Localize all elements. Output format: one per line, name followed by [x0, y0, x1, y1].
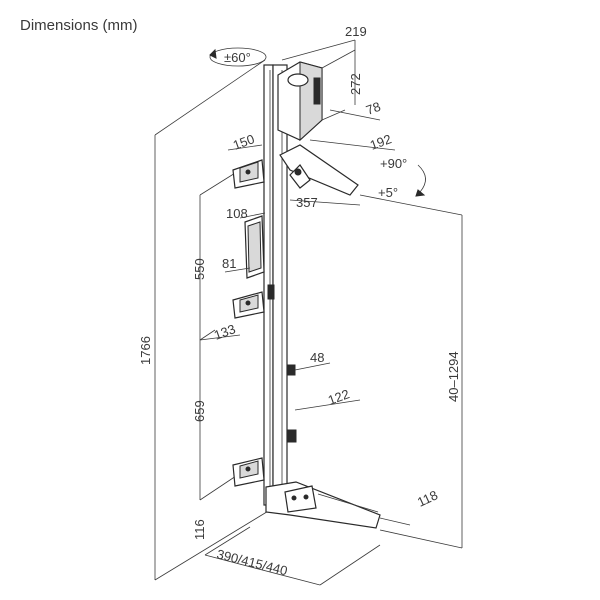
- side-plate: [244, 215, 265, 279]
- label-1766: 1766: [138, 336, 153, 365]
- label-base: 390/415/440: [215, 546, 289, 578]
- label-219: 219: [345, 24, 367, 39]
- label-rotation: ±60°: [224, 50, 251, 65]
- label-357: 357: [296, 195, 318, 210]
- label-659: 659: [192, 400, 207, 422]
- diagram-title: Dimensions (mm): [20, 17, 138, 34]
- label-plus-5: +5°: [378, 185, 398, 200]
- label-118: 118: [415, 487, 440, 509]
- label-122: 122: [326, 386, 352, 408]
- wall-bracket-bottom: [232, 457, 265, 487]
- label-81: 81: [222, 256, 236, 271]
- wall-bracket-middle: [232, 291, 265, 319]
- base-foot: [265, 481, 411, 529]
- label-range: 40–1294: [446, 351, 461, 402]
- tilt-arm: [279, 144, 426, 206]
- vertical-column: [263, 64, 297, 506]
- label-plus-90: +90°: [380, 156, 407, 171]
- label-48: 48: [310, 350, 324, 365]
- label-192: 192: [368, 131, 394, 153]
- label-108: 108: [226, 206, 248, 221]
- head-unit: [277, 39, 356, 142]
- rotation-indicator: [209, 47, 267, 67]
- label-116: 116: [192, 519, 207, 540]
- wall-bracket-top: [232, 159, 265, 189]
- label-550: 550: [192, 258, 207, 280]
- label-150: 150: [231, 131, 257, 153]
- label-133: 133: [212, 321, 238, 343]
- label-78: 78: [364, 99, 383, 118]
- dimension-lines: [199, 40, 396, 500]
- label-272: 272: [348, 73, 363, 95]
